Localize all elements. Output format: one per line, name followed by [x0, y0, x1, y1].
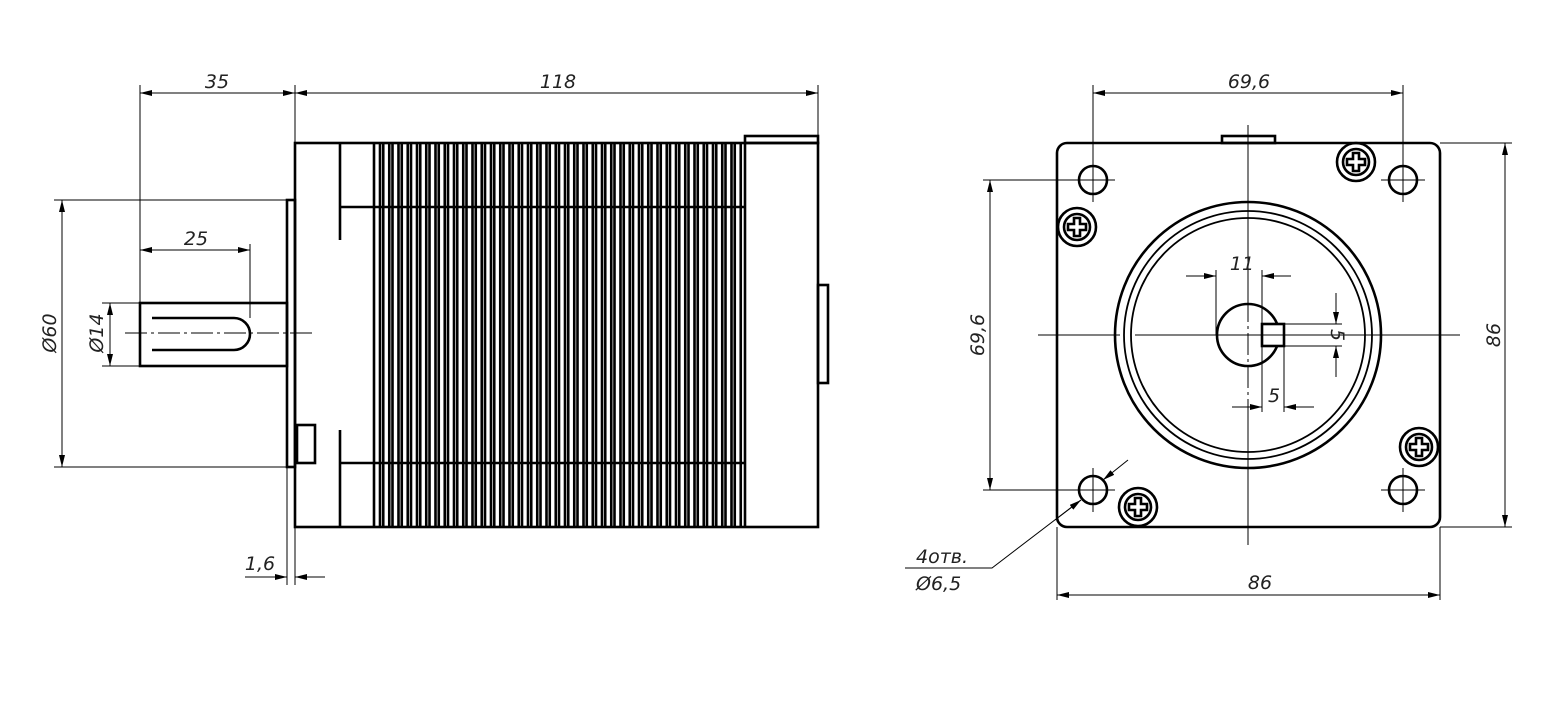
shaft — [138, 301, 289, 368]
hole-centerline — [1381, 468, 1425, 512]
dim-key-width: 5 — [1326, 329, 1348, 341]
fin — [576, 143, 585, 527]
fin — [428, 143, 437, 527]
fin — [566, 143, 576, 527]
fin — [640, 143, 650, 527]
fin — [400, 143, 410, 527]
fin — [696, 143, 706, 527]
fin — [548, 143, 558, 527]
dim-hole-spacing-h: 69,6 — [1228, 71, 1270, 93]
screw-icon — [1117, 486, 1159, 528]
fin — [705, 143, 715, 527]
fin — [502, 143, 511, 527]
cooling-fins — [372, 143, 743, 527]
dim-shaft-diameter: Ø14 — [86, 313, 108, 353]
fin — [659, 143, 669, 527]
fin — [724, 143, 733, 527]
fin — [372, 143, 382, 527]
fin — [446, 143, 456, 527]
dim-body-length: 118 — [540, 71, 576, 93]
fin — [733, 143, 743, 527]
fin — [409, 143, 419, 527]
screw-icon — [1056, 206, 1098, 248]
fin — [391, 143, 400, 527]
fin — [557, 143, 567, 527]
dim-hole-spacing-v: 69,6 — [967, 314, 989, 356]
dim-shaft-flat: 11 — [1230, 253, 1254, 275]
fin — [474, 143, 484, 527]
fin — [483, 143, 493, 527]
fin — [511, 143, 521, 527]
fin — [520, 143, 530, 527]
dim-key-depth: 5 — [1268, 385, 1280, 407]
fin — [455, 143, 465, 527]
fin — [492, 143, 502, 527]
fin — [668, 143, 678, 527]
fin — [381, 143, 391, 527]
top-bump — [743, 134, 820, 145]
side-view: 35 118 Ø60 Ø14 25 1,6 — [39, 71, 830, 585]
fin — [539, 143, 548, 527]
front-view: 69,6 86 69,6 86 11 5 5 4отв. Ø6,5 — [905, 71, 1512, 600]
keyway — [152, 316, 252, 352]
fin — [465, 143, 474, 527]
dim-key-length: 25 — [184, 228, 208, 250]
rear-connector — [816, 283, 830, 385]
fin — [687, 143, 696, 527]
dim-height: 86 — [1483, 323, 1505, 347]
screw-icon — [1398, 426, 1440, 468]
fin — [437, 143, 447, 527]
hole-note-count: 4отв. — [916, 546, 968, 568]
fin — [603, 143, 613, 527]
fin — [714, 143, 724, 527]
fin — [677, 143, 687, 527]
fin — [418, 143, 428, 527]
side-screw — [295, 423, 317, 465]
fin — [613, 143, 622, 527]
fin — [631, 143, 641, 527]
fin — [594, 143, 604, 527]
fin — [650, 143, 659, 527]
hole-note-diameter: Ø6,5 — [915, 573, 961, 595]
dim-flange-thickness: 1,6 — [245, 553, 275, 575]
dim-width: 86 — [1248, 572, 1272, 594]
dim-shaft-length: 35 — [205, 71, 229, 93]
fin — [622, 143, 632, 527]
dim-flange-diameter: Ø60 — [39, 313, 61, 353]
fin — [529, 143, 539, 527]
fin — [585, 143, 595, 527]
screw-icon — [1335, 141, 1377, 183]
